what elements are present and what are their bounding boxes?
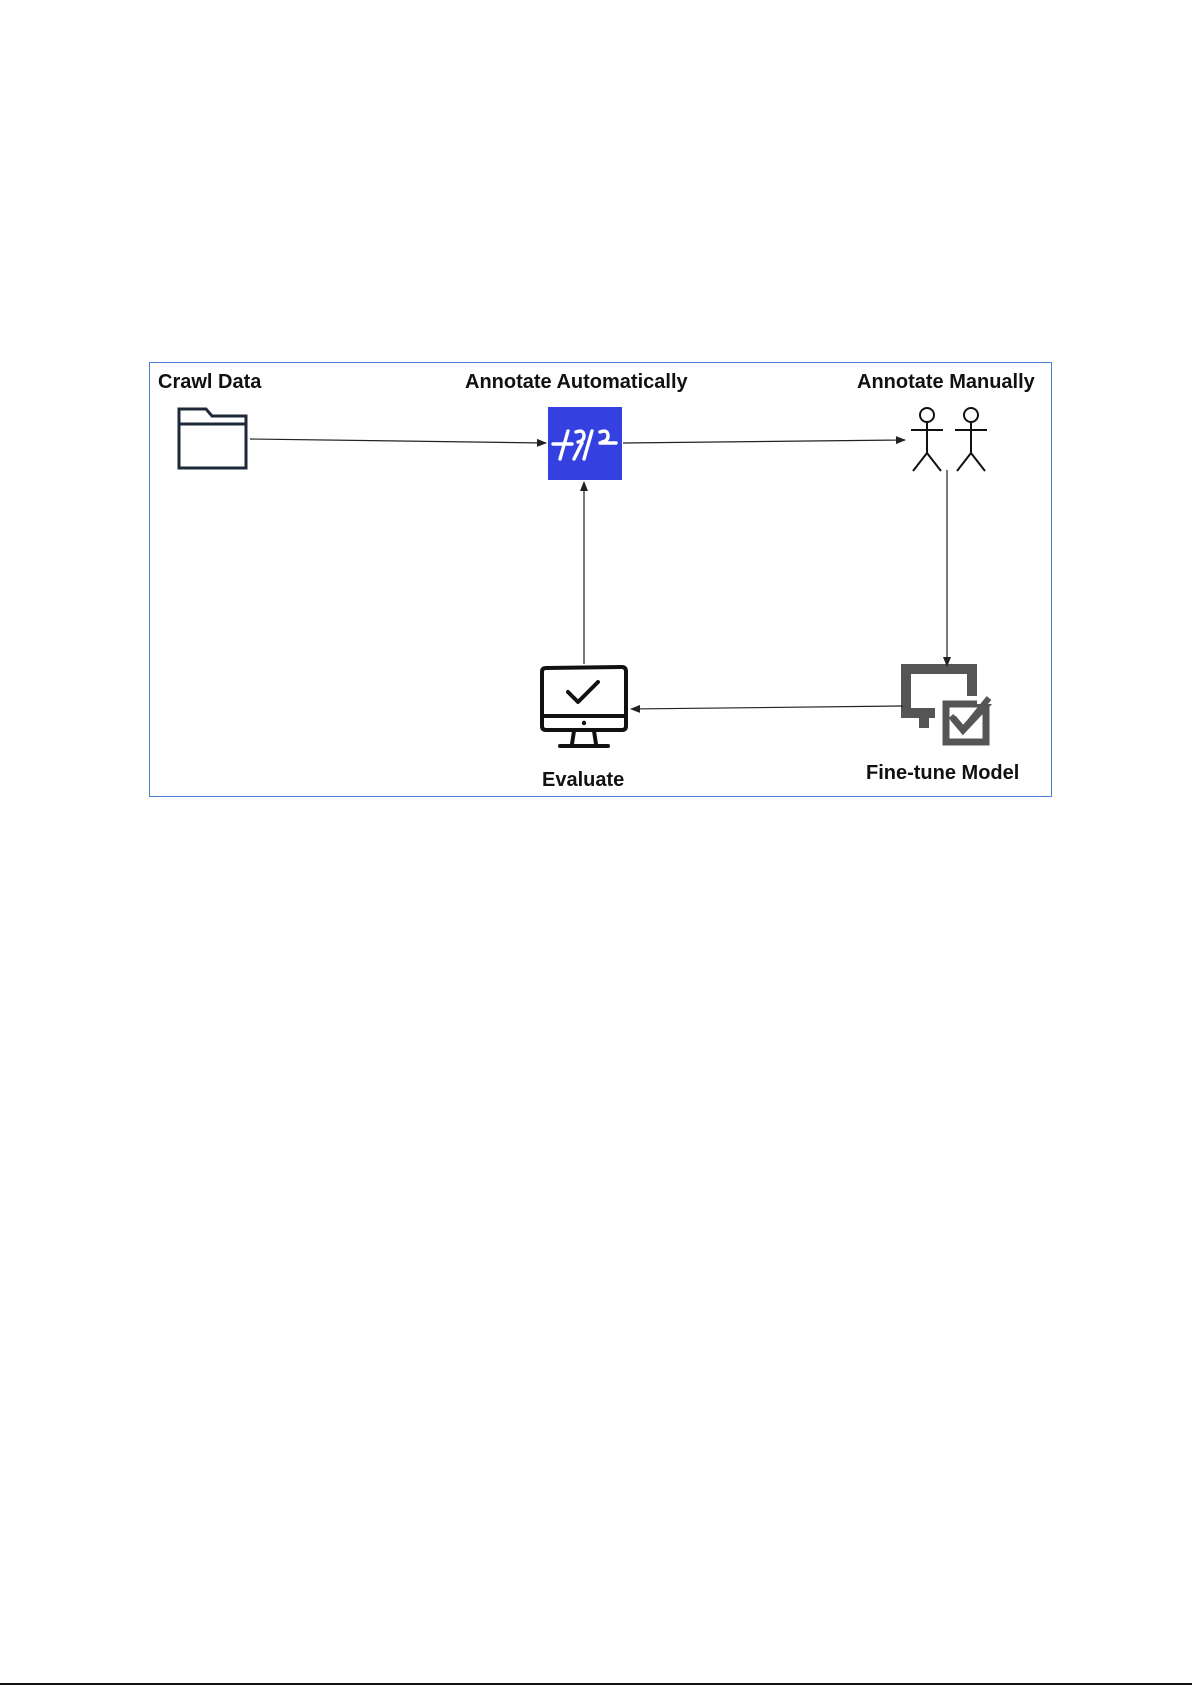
crawl-data-label: Crawl Data: [158, 372, 261, 392]
annotate-manually-label: Annotate Manually: [857, 372, 1035, 392]
monitor-check-icon: [901, 664, 993, 748]
fine-tune-model-label: Fine-tune Model: [866, 763, 1019, 783]
folder-icon: [176, 406, 250, 472]
evaluate-label: Evaluate: [542, 770, 624, 790]
people-icon: [905, 405, 995, 475]
annotate-automatically-label: Annotate Automatically: [465, 372, 688, 392]
annotation-tool-logo-icon: [548, 407, 622, 480]
computer-check-icon: [538, 664, 630, 754]
